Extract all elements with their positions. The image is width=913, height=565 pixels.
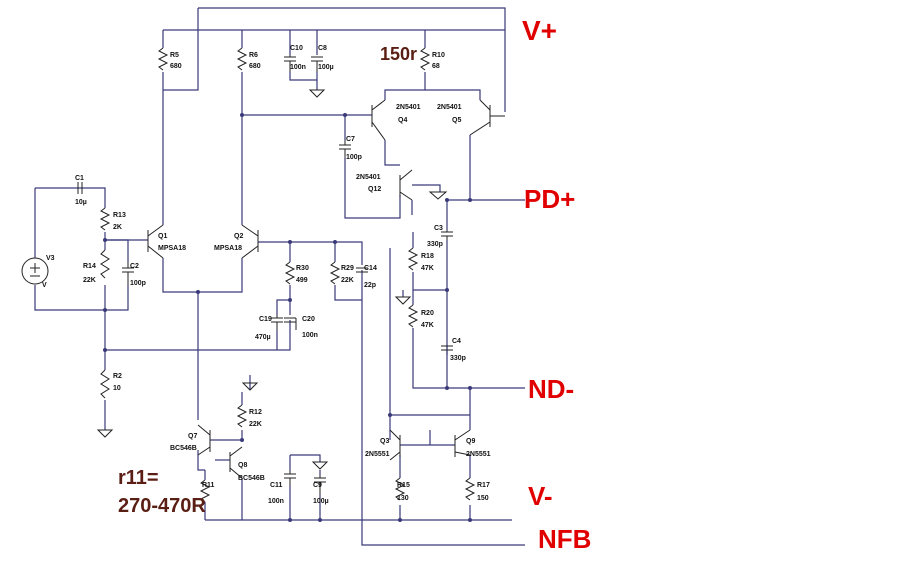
label-c7: C7 — [346, 136, 355, 143]
part-q7: BC546B — [170, 445, 197, 452]
r11-note-line1: r11= — [118, 467, 159, 489]
part-q3: 2N5551 — [365, 451, 390, 458]
label-q1: Q1 — [158, 233, 167, 240]
label-c4: C4 — [452, 338, 461, 345]
v3-source — [21, 257, 49, 285]
value-r10: 68 — [432, 63, 440, 70]
r11-note-line2: 270-470R — [118, 495, 206, 517]
rail-ndminus-label: ND- — [528, 374, 574, 404]
part-q9: 2N5551 — [466, 451, 491, 458]
junction-dots — [103, 113, 472, 522]
value-c1: 10µ — [75, 199, 87, 206]
label-c19: C19 — [259, 316, 272, 323]
label-r11: R11 — [202, 482, 215, 489]
transistors — [147, 99, 505, 479]
label-r13: R13 — [113, 212, 126, 219]
label-r5: R5 — [170, 52, 179, 59]
value-c7: 100p — [346, 154, 362, 161]
value-r2: 10 — [113, 385, 121, 392]
value-r15: 130 — [397, 495, 409, 502]
rail-vplus-label: V+ — [522, 15, 557, 46]
value-r12: 22K — [249, 421, 262, 428]
label-c9: C9 — [313, 482, 322, 489]
value-c10: 100n — [290, 64, 306, 71]
label-c11: C11 — [270, 482, 283, 489]
label-r15: R15 — [397, 482, 410, 489]
value-r5: 680 — [170, 63, 182, 70]
label-q7: Q7 — [188, 433, 197, 440]
value-c9: 100µ — [313, 498, 329, 505]
label-c1: C1 — [75, 175, 84, 182]
value-r29: 22K — [341, 277, 354, 284]
label-q3: Q3 — [380, 438, 389, 445]
label-c14: C14 — [364, 265, 377, 272]
rail-nfb-label: NFB — [538, 524, 591, 554]
label-r14: R14 — [83, 263, 96, 270]
label-r30: R30 — [296, 265, 309, 272]
ground-symbols — [96, 89, 448, 470]
value-r30: 499 — [296, 277, 308, 284]
rail-labels: V+ PD+ ND- V- NFB — [522, 15, 591, 554]
value-r13: 2K — [113, 224, 122, 231]
label-q12: Q12 — [368, 186, 381, 193]
value-r20: 47K — [421, 322, 434, 329]
label-r17: R17 — [477, 482, 490, 489]
label-v3: V3 — [46, 255, 55, 262]
value-c8: 100µ — [318, 64, 334, 71]
value-c3: 330p — [427, 241, 443, 248]
part-q1: MPSA18 — [158, 245, 186, 252]
part-q5: 2N5401 — [437, 104, 462, 111]
label-r20: R20 — [421, 310, 434, 317]
label-r29: R29 — [341, 265, 354, 272]
part-q12: 2N5401 — [356, 174, 381, 181]
label-r2: R2 — [113, 373, 122, 380]
component-labels: R5 680 R6 680 C10 100n C8 100µ R10 68 2N… — [42, 45, 491, 505]
value-r6: 680 — [249, 63, 261, 70]
rail-vminus-label: V- — [528, 481, 553, 511]
capacitors — [77, 55, 453, 495]
label-q8: Q8 — [238, 462, 247, 469]
label-r18: R18 — [421, 253, 434, 260]
resistors — [99, 47, 476, 503]
value-c14: 22p — [364, 282, 376, 289]
value-v3: V — [42, 282, 47, 289]
hand-annotations: 150r r11= 270-470R — [118, 44, 417, 517]
label-c10: C10 — [290, 45, 303, 52]
label-q2: Q2 — [234, 233, 243, 240]
wires — [34, 7, 525, 546]
value-r17: 150 — [477, 495, 489, 502]
value-c2: 100p — [130, 280, 146, 287]
rail-pdplus-label: PD+ — [524, 184, 575, 214]
label-c8: C8 — [318, 45, 327, 52]
label-q9: Q9 — [466, 438, 475, 445]
label-c2: C2 — [130, 263, 139, 270]
part-q2: MPSA18 — [214, 245, 242, 252]
label-r12: R12 — [249, 409, 262, 416]
part-q4: 2N5401 — [396, 104, 421, 111]
label-r6: R6 — [249, 52, 258, 59]
value-r14: 22K — [83, 277, 96, 284]
part-q8: BC546B — [238, 475, 265, 482]
r10-note: 150r — [380, 44, 417, 64]
value-r18: 47K — [421, 265, 434, 272]
value-c11: 100n — [268, 498, 284, 505]
value-c4: 330p — [450, 355, 466, 362]
value-c20: 100n — [302, 332, 318, 339]
label-c20: C20 — [302, 316, 315, 323]
label-q4: Q4 — [398, 117, 407, 124]
value-c19: 470µ — [255, 334, 271, 341]
label-c3: C3 — [434, 225, 443, 232]
label-r10: R10 — [432, 52, 445, 59]
label-q5: Q5 — [452, 117, 461, 124]
